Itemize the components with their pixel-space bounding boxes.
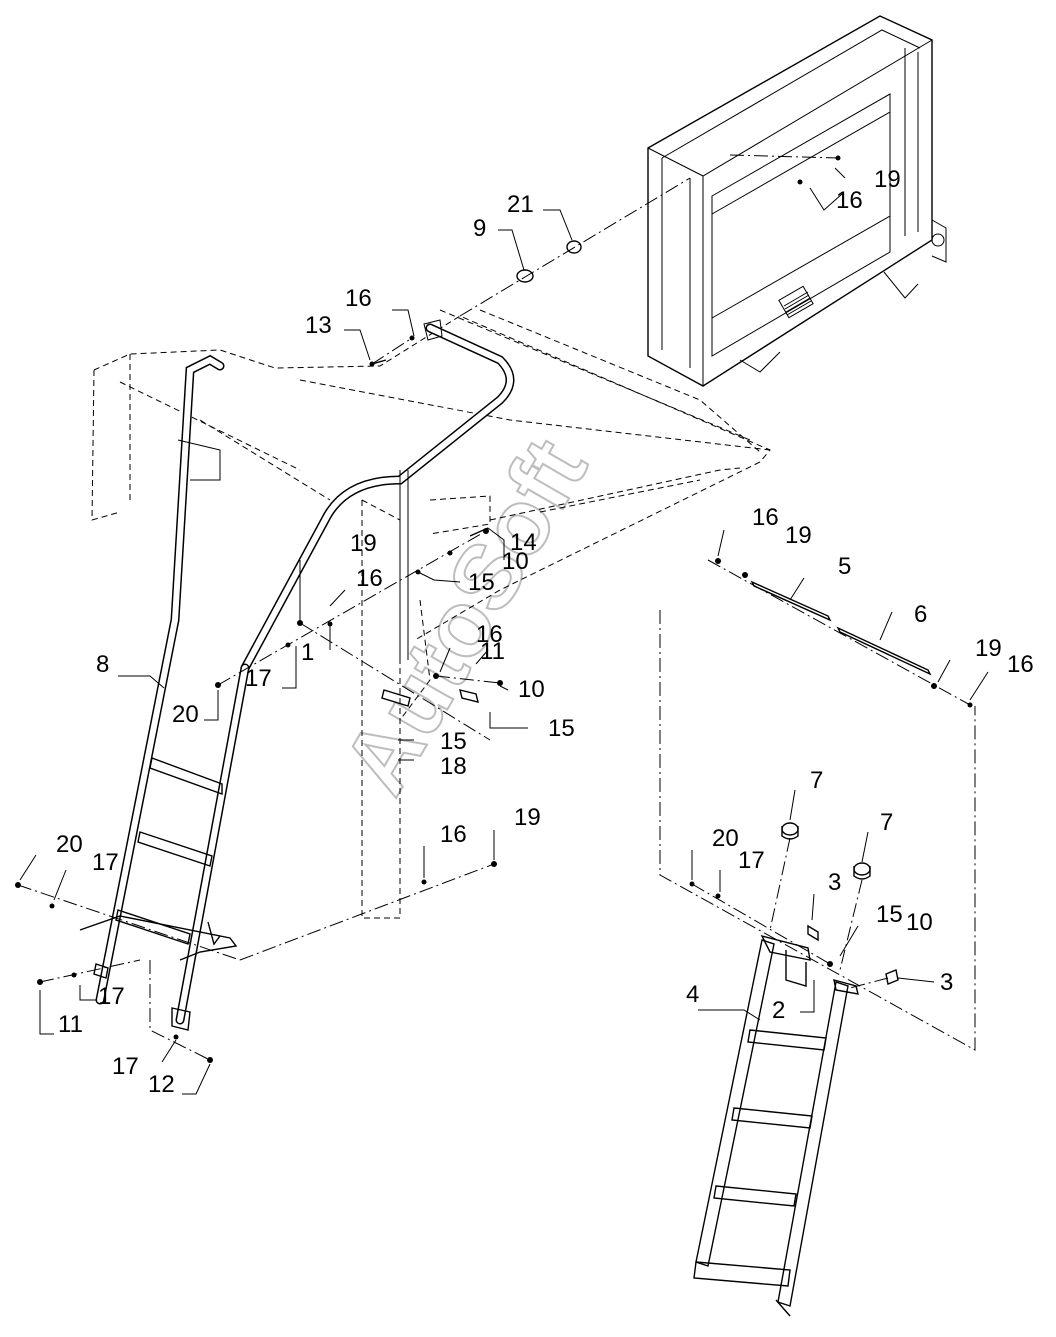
- callout-19: 19: [350, 530, 377, 557]
- callout-15: 15: [468, 569, 495, 596]
- centre-lines: [17, 154, 976, 1061]
- radiator-assembly: [647, 15, 947, 387]
- callout-17: 17: [98, 983, 125, 1010]
- ladder-right: [693, 934, 859, 1317]
- callout-4: 4: [686, 981, 699, 1008]
- callout-6: 6: [914, 601, 927, 628]
- callout-16: 16: [356, 565, 383, 592]
- callout-16: 16: [1007, 651, 1034, 678]
- callout-18: 18: [440, 753, 467, 780]
- callout-9: 9: [473, 215, 486, 242]
- callout-17: 17: [112, 1053, 139, 1080]
- callout-16: 16: [440, 821, 467, 848]
- handrail-upper: [175, 319, 515, 1025]
- callout-17: 17: [245, 665, 272, 692]
- callout-10: 10: [906, 909, 933, 936]
- callout-5: 5: [838, 553, 851, 580]
- callout-20: 20: [56, 831, 83, 858]
- callout-17: 17: [92, 849, 119, 876]
- ladder-left: [79, 354, 238, 1031]
- callout-16: 16: [836, 187, 863, 214]
- callout-19: 19: [514, 804, 541, 831]
- callout-labels: 21 9 16 19 16 13 14 10 15 19 16 1 17 8 2…: [56, 166, 1034, 1098]
- callout-19: 19: [874, 166, 901, 193]
- radiator-grille: [778, 285, 814, 319]
- callout-20: 20: [172, 701, 199, 728]
- callout-7: 7: [880, 809, 893, 836]
- callout-12: 12: [148, 1071, 175, 1098]
- ladder-right-steps: [693, 1029, 827, 1287]
- callout-10: 10: [502, 548, 529, 575]
- callout-1: 1: [301, 639, 314, 666]
- callout-8: 8: [96, 651, 109, 678]
- callout-19: 19: [975, 635, 1002, 662]
- callout-11: 11: [58, 1011, 83, 1038]
- callout-13: 13: [305, 312, 332, 339]
- callout-16: 16: [345, 285, 372, 312]
- callout-16: 16: [752, 504, 779, 531]
- callout-14: 14: [510, 529, 537, 556]
- callout-10: 10: [518, 676, 545, 703]
- callout-20: 20: [712, 825, 739, 852]
- callout-16: 16: [476, 621, 503, 648]
- callout-21: 21: [507, 191, 534, 218]
- callout-7: 7: [810, 767, 823, 794]
- callout-11: 11: [480, 638, 505, 665]
- leader-lines: [19, 167, 989, 1095]
- callout-15: 15: [548, 715, 575, 742]
- callout-2: 2: [772, 997, 785, 1024]
- callout-19: 19: [785, 522, 812, 549]
- callout-3: 3: [940, 969, 953, 996]
- callout-15: 15: [440, 728, 467, 755]
- callout-15: 15: [876, 901, 903, 928]
- callout-17: 17: [738, 847, 765, 874]
- rods: [750, 580, 932, 676]
- callout-3: 3: [828, 869, 841, 896]
